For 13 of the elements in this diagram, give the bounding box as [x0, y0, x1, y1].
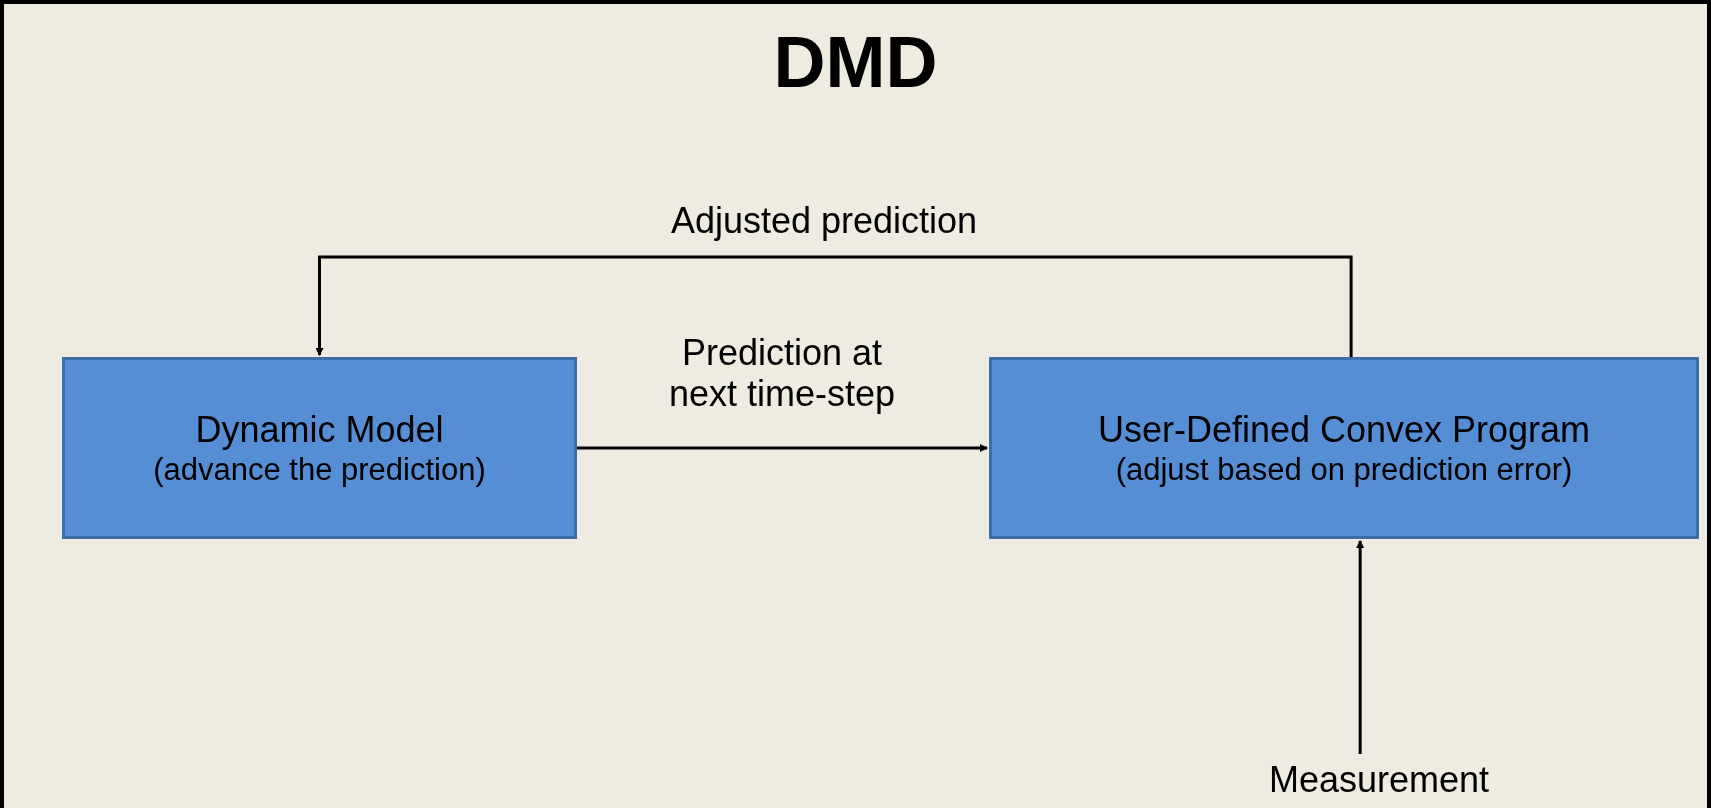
edge-label: Prediction at next time-step [667, 332, 897, 415]
diagram-title: DMD [772, 26, 939, 98]
arrow [315, 255, 1353, 357]
box-description: (advance the prediction) [153, 451, 486, 489]
box-description: (adjust based on prediction error) [1115, 451, 1573, 489]
edge-label: Adjusted prediction [669, 200, 979, 242]
process-box [62, 357, 577, 539]
arrow [1356, 540, 1365, 754]
process-box [989, 357, 1699, 539]
box-heading: User-Defined Convex Program [1097, 407, 1591, 451]
input-label: Measurement [1268, 760, 1490, 800]
arrow [577, 444, 988, 452]
box-heading: Dynamic Model [195, 407, 444, 451]
